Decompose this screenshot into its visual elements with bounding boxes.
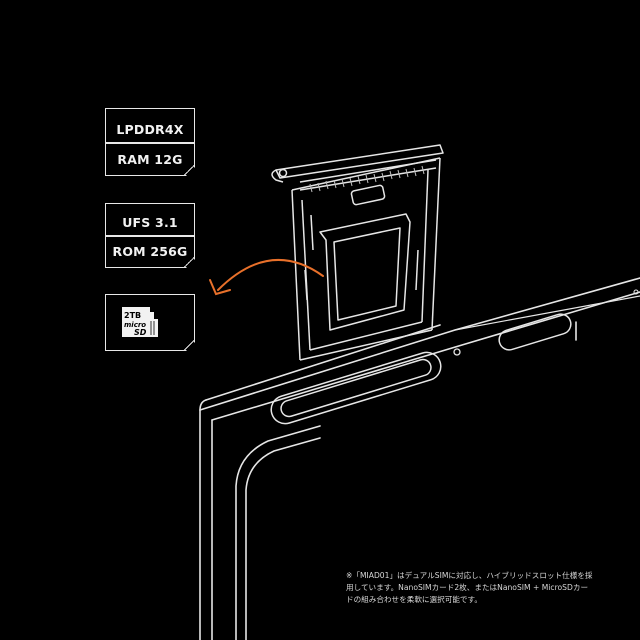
storage-type-label: UFS 3.1	[122, 215, 178, 230]
footnote: ※「MIAD01」はデュアルSIMに対応し、ハイブリッドスロット仕様を採 用して…	[346, 570, 636, 606]
side-detail	[633, 289, 639, 295]
footnote-line: 用しています。NanoSIMカード2枚、またはNanoSIM + MicroSD…	[346, 583, 589, 592]
microsd-spec-card: 2TB micro SD	[105, 294, 195, 351]
insert-arrow	[209, 258, 324, 296]
microphone-hole-icon	[453, 348, 461, 356]
sim-tray	[271, 144, 444, 361]
memory-spec-card: LPDDR4X RAM 12G	[105, 108, 195, 176]
microsd-card-icon: 2TB micro SD	[120, 305, 160, 339]
storage-size-label: ROM 256G	[112, 244, 188, 259]
microsd-capacity: 2TB	[124, 311, 141, 320]
memory-size-label: RAM 12G	[117, 152, 183, 167]
svg-text:SD: SD	[134, 328, 147, 337]
footnote-line: ※「MIAD01」はデュアルSIMに対応し、ハイブリッドスロット仕様を採	[346, 571, 593, 580]
tray-ribs	[309, 165, 425, 193]
svg-text:micro: micro	[124, 321, 146, 329]
speaker-slot	[498, 313, 572, 351]
storage-spec-card: UFS 3.1 ROM 256G	[105, 203, 195, 268]
sim-slot-opening	[270, 351, 442, 425]
card-divider	[106, 235, 194, 237]
phone-body-outline	[199, 277, 640, 640]
card-divider	[106, 142, 194, 144]
footnote-line: ドの組み合わせを柔軟に選択可能です。	[346, 595, 482, 604]
memory-type-label: LPDDR4X	[116, 122, 184, 137]
